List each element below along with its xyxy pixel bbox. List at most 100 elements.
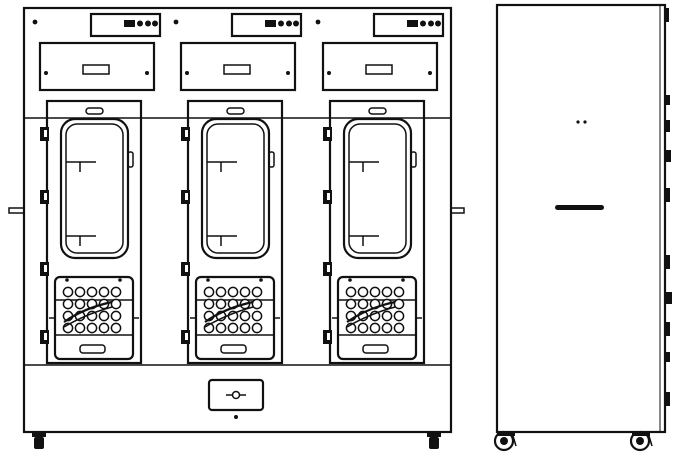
keypad-button [381,322,393,334]
indicator-light [286,20,292,27]
door-latch [268,151,275,168]
keypad-button [110,286,122,298]
keypad-button [239,322,251,334]
hinge-pin [327,333,330,340]
keypad-button [251,310,263,322]
screw [185,71,189,75]
indicator-light [435,20,441,27]
keypad-button [393,310,405,322]
keypad-button [203,286,215,298]
window-inner [206,123,265,254]
screw [206,278,210,282]
front-left-caster [32,432,46,449]
screw [145,71,149,75]
door-hinge [181,262,190,276]
upper-panel [321,41,439,92]
door-panel [328,99,426,365]
keypad-slot [220,344,247,354]
hinge-pin [44,130,47,137]
keypad-button [239,286,251,298]
hinge-pin [44,193,47,200]
screw [173,19,179,25]
left-side-handle [8,207,25,214]
side-handle [555,205,604,210]
keypad-cable [346,300,396,323]
display-module [89,12,162,38]
keypad-slot [79,344,106,354]
keypad-button [381,310,393,322]
door-hinge [323,190,332,204]
shelf-bracket [207,235,237,246]
keypad-cable [346,306,396,328]
door-latch [127,151,134,168]
door-hinge [40,330,49,344]
door-hinge [40,190,49,204]
display-label [265,20,276,27]
screw [428,71,432,75]
keypad-button [98,310,110,322]
keypad-button [227,286,239,298]
door-bay-2 [179,12,303,365]
screw [118,278,122,282]
cabinet-frame [22,6,453,434]
shelf-bracket [66,161,96,172]
screw [44,71,48,75]
keypad-button [357,298,369,310]
door-hinge [323,262,332,276]
keypad-cable [63,300,113,323]
keypad-button [251,322,263,334]
shelf-bracket [349,235,379,246]
keypad-button [381,286,393,298]
screw [32,19,38,25]
vent-dot [576,120,580,124]
front-right-caster [427,432,441,449]
keypad-button [357,286,369,298]
keypad-button [74,322,86,334]
upper-panel [179,41,297,92]
keypad-button [215,322,227,334]
door-latch [410,151,417,168]
keypad-button [369,322,381,334]
keypad-button [357,322,369,334]
indicator-light [428,20,434,27]
indicator-light [145,20,151,27]
shelf-bracket [66,235,96,246]
keypad-button [369,286,381,298]
screw [65,278,69,282]
keypad-button [62,298,74,310]
door-hinge [181,330,190,344]
door-hinge [40,127,49,141]
bottom-lock-panel [207,378,265,419]
display-label [407,20,418,27]
keypad-cable [63,306,113,328]
keypad-button [227,322,239,334]
keypad-button [62,286,74,298]
hinge-pin [327,265,330,272]
door-top-tab [226,107,245,115]
keypad-button [110,322,122,334]
side-edge-brackets [665,8,672,406]
door-bay-3 [321,12,445,365]
keypad-button [393,298,405,310]
door-hinge [40,262,49,276]
keypad-cable [204,306,254,328]
door-hinge [181,190,190,204]
screw [327,71,331,75]
hinge-pin [327,193,330,200]
side-right-caster [629,430,653,452]
keypad-slot [362,344,389,354]
window-inner [348,123,407,254]
keypad-button [239,310,251,322]
door-bays [38,12,445,365]
door-hinge [323,127,332,141]
screw [286,71,290,75]
upper-panel-slot [82,64,110,75]
indicator-light [278,20,284,27]
upper-panel-slot [223,64,251,75]
door-top-tab [85,107,104,115]
window-outer [59,117,130,260]
shelf-bracket [349,161,379,172]
front-view [8,6,465,449]
window-outer [200,117,271,260]
